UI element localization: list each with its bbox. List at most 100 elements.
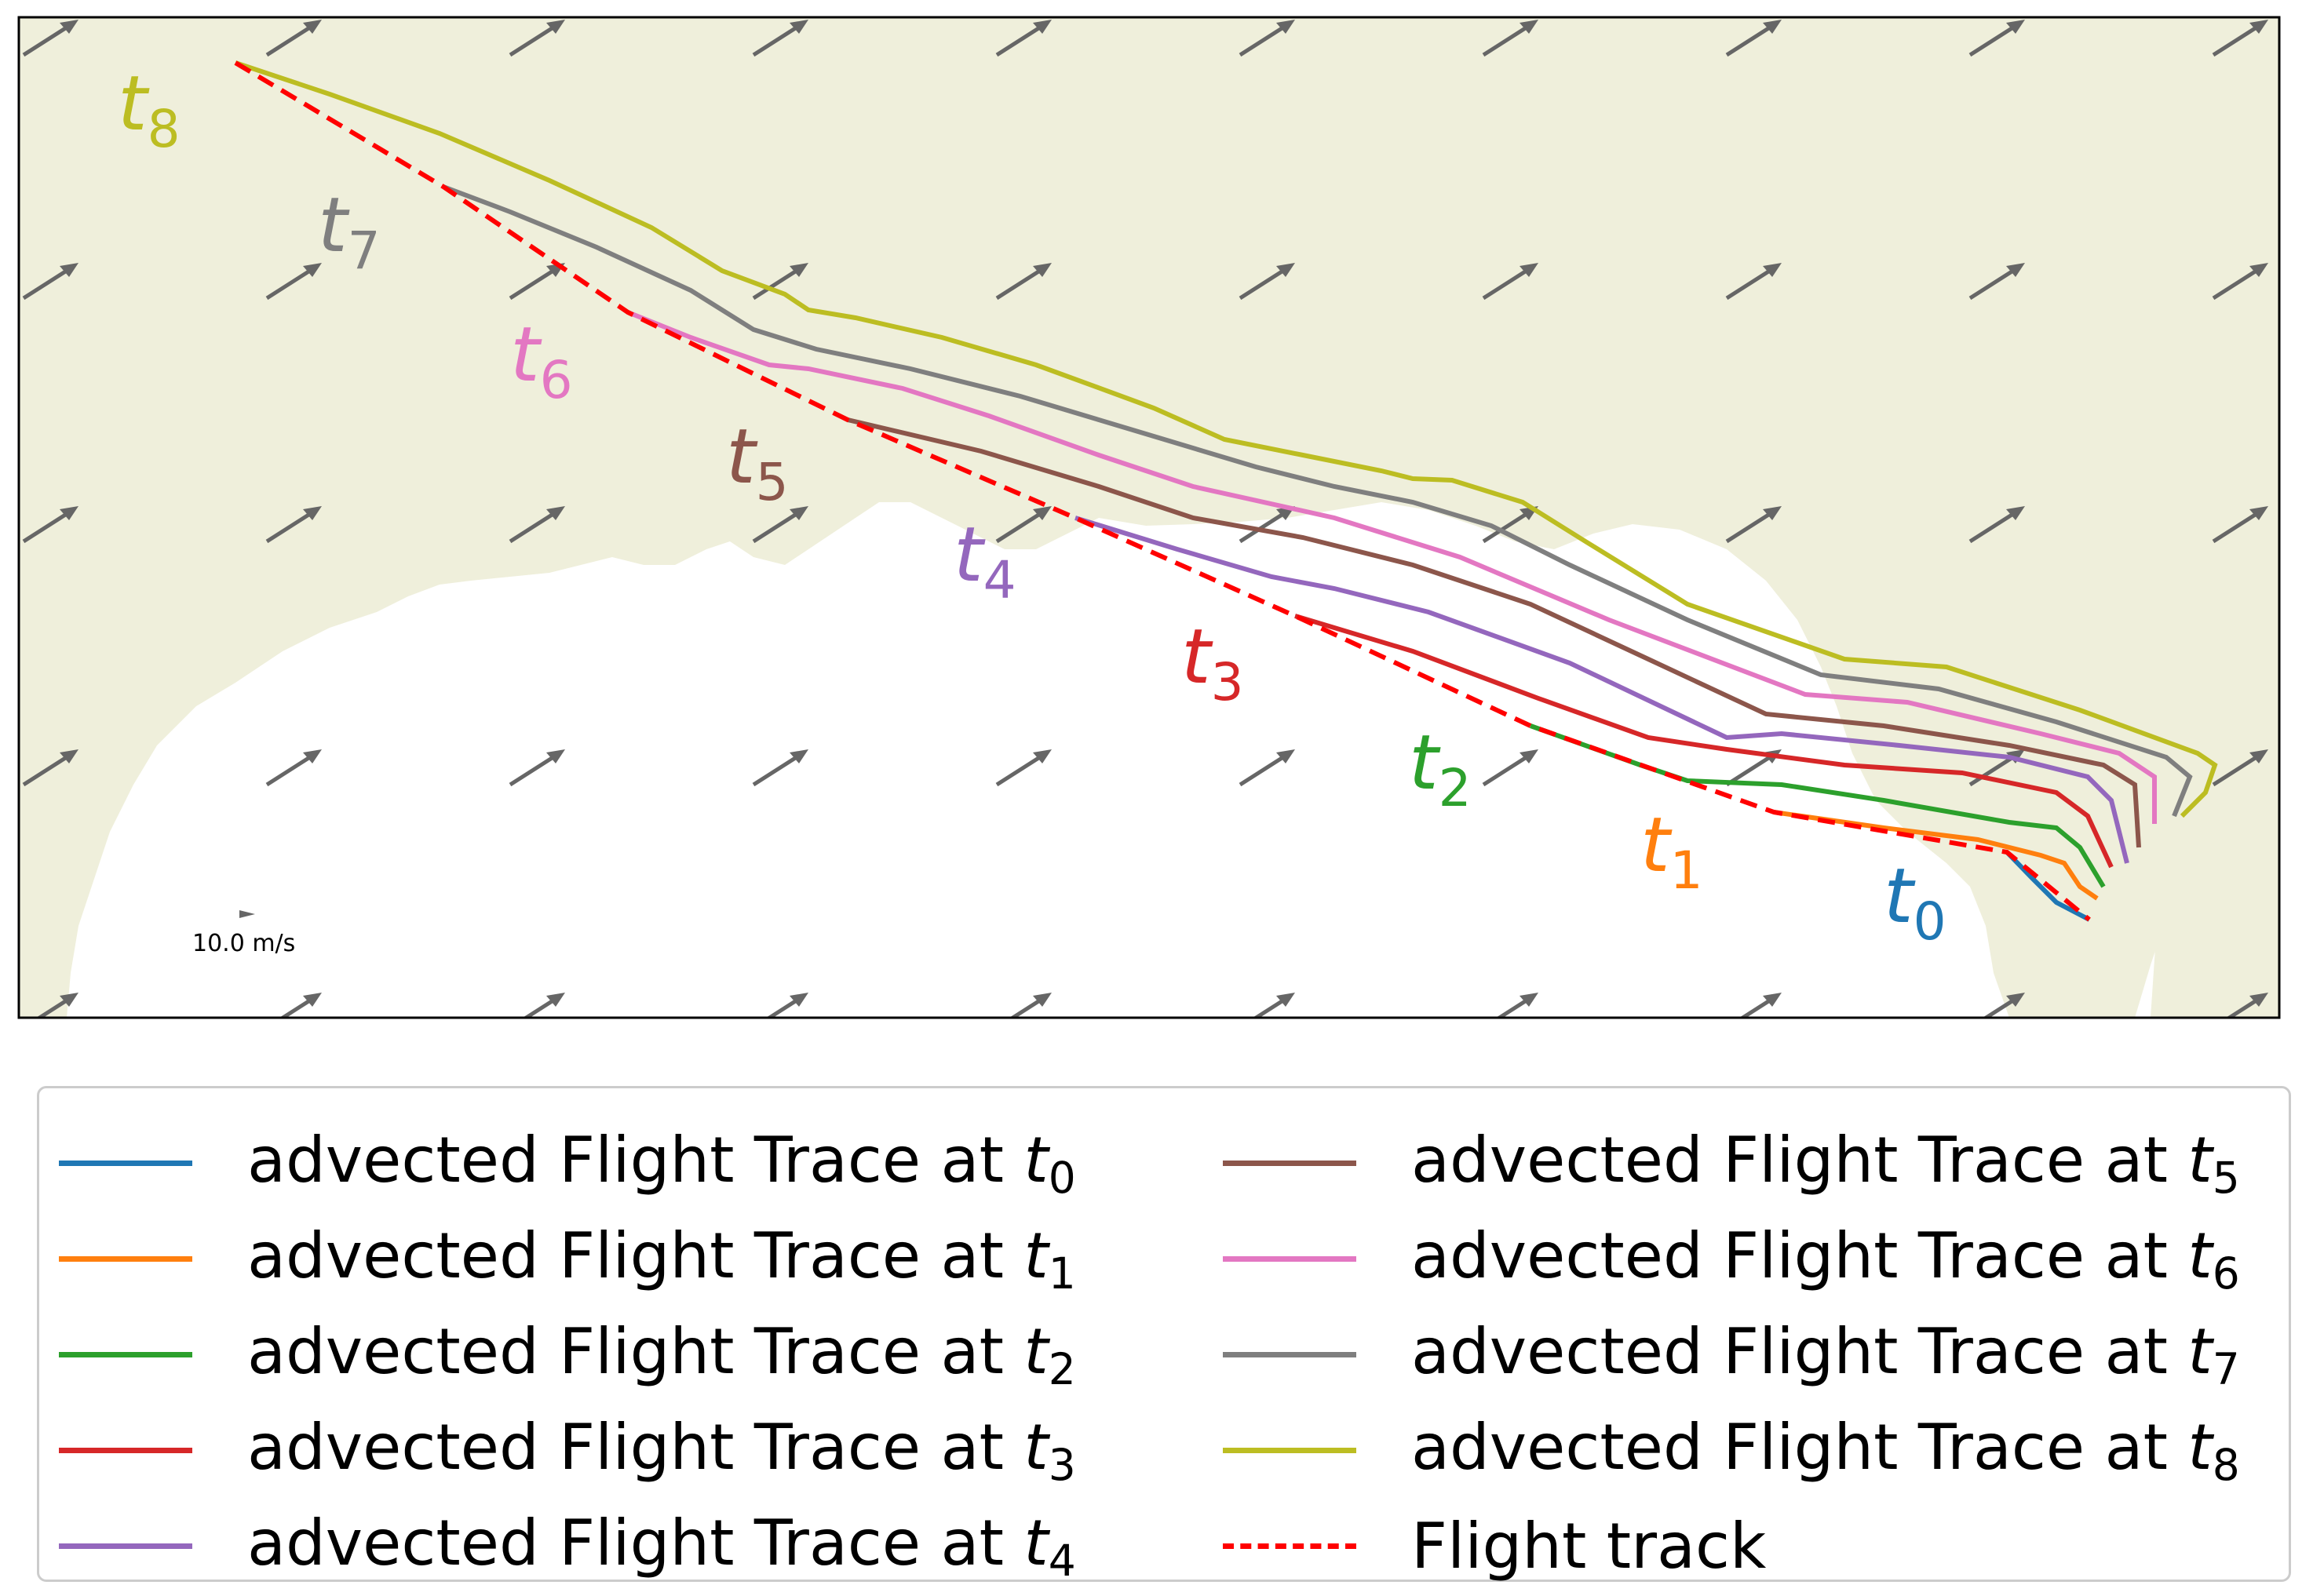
time-label-t8: t8 [118, 60, 181, 159]
time-label-t5: t5 [726, 413, 789, 512]
time-label-t4: t4 [954, 511, 1016, 610]
legend-label: Flight track [1411, 1509, 1767, 1583]
legend-label: advected Flight Trace at t1 [247, 1219, 1076, 1299]
wind-arrow [22, 749, 78, 787]
legend-entry-t4: advected Flight Trace at t4 [59, 1503, 1076, 1589]
wind-arrow [1495, 993, 1538, 1018]
legend-label: advected Flight Trace at t0 [247, 1123, 1076, 1203]
wind-arrow [995, 506, 1052, 544]
trace-t3 [1294, 614, 2114, 869]
wind-arrow [1982, 993, 2025, 1018]
legend-entry-t3: advected Flight Trace at t3 [59, 1407, 1076, 1493]
time-label-t0: t0 [1884, 852, 1946, 952]
legend-swatch [59, 1255, 192, 1262]
wind-arrow [995, 749, 1052, 787]
wind-arrow [1482, 20, 1538, 57]
legend: advected Flight Trace at t0 advected Flig… [37, 1086, 2291, 1586]
wind-arrow [1968, 263, 2025, 301]
wind-arrow [509, 20, 565, 57]
wind-arrow [1252, 993, 1295, 1018]
trace-t1 [1773, 810, 2099, 901]
wind-arrow [2212, 20, 2268, 57]
legend-entry-t5: advected Flight Trace at t5 [1223, 1120, 2240, 1206]
wind-arrow [752, 506, 808, 544]
land-mass [19, 17, 2279, 1018]
wind-arrow [2212, 749, 2268, 787]
trace-t8 [235, 60, 2218, 818]
time-label-t2: t2 [1409, 719, 1472, 818]
legend-swatch [1223, 1447, 1356, 1453]
wind-arrow [265, 263, 322, 301]
time-label-t1: t1 [1640, 801, 1703, 901]
flight-track [234, 60, 2091, 922]
wind-arrow [279, 993, 322, 1018]
wind-arrow [1239, 263, 1295, 301]
wind-arrow [1239, 20, 1295, 57]
wind-arrow [265, 20, 322, 57]
legend-label: advected Flight Trace at t2 [247, 1314, 1076, 1394]
wind-arrow [2225, 993, 2268, 1018]
legend-swatch [1223, 1351, 1356, 1357]
legend-swatch [59, 1160, 192, 1166]
wind-arrow [22, 20, 78, 57]
wind-arrow [22, 506, 78, 544]
legend-entry-t0: advected Flight Trace at t0 [59, 1120, 1076, 1206]
legend-label: advected Flight Trace at t4 [247, 1506, 1076, 1586]
wind-arrow [752, 749, 808, 787]
wind-arrow [509, 749, 565, 787]
legend-entry-flight-track: Flight track [1223, 1503, 1766, 1589]
wind-arrow [35, 993, 78, 1018]
wind-arrow [995, 263, 1052, 301]
legend-swatch [1223, 1543, 1356, 1549]
wind-arrow [2212, 263, 2268, 301]
legend-swatch [1223, 1160, 1356, 1166]
wind-arrow [1482, 749, 1538, 787]
legend-swatch [1223, 1255, 1356, 1262]
legend-entry-t2: advected Flight Trace at t2 [59, 1311, 1076, 1397]
wind-arrow [265, 749, 322, 787]
legend-label: advected Flight Trace at t6 [1411, 1219, 2240, 1299]
wind-arrow [1968, 506, 2025, 544]
trace-t6 [626, 310, 2157, 824]
time-label-t7: t7 [318, 181, 381, 281]
time-label-t6: t6 [510, 311, 573, 410]
wind-arrow [1725, 263, 1782, 301]
wind-arrow [1738, 993, 1782, 1018]
wind-vector-field [22, 20, 2268, 1018]
legend-entry-t6: advected Flight Trace at t6 [1223, 1215, 2240, 1302]
legend-swatch [59, 1543, 192, 1549]
wind-arrow [265, 506, 322, 544]
wind-arrow [1482, 263, 1538, 301]
wind-arrow [752, 20, 808, 57]
legend-entry-t7: advected Flight Trace at t7 [1223, 1311, 2240, 1397]
trace-t5 [847, 417, 2141, 848]
scale-label: 10.0 m/s [192, 930, 295, 957]
map-frame [17, 16, 2281, 1019]
trace-t7 [442, 184, 2193, 818]
wind-arrow [995, 20, 1052, 57]
legend-swatch [59, 1447, 192, 1453]
time-label-t3: t3 [1181, 613, 1244, 712]
legend-entry-t1: advected Flight Trace at t1 [59, 1215, 1076, 1302]
wind-arrow [1725, 20, 1782, 57]
legend-label: advected Flight Trace at t3 [247, 1410, 1076, 1490]
scale-arrow [239, 910, 255, 918]
legend-label: advected Flight Trace at t5 [1411, 1123, 2240, 1203]
legend-swatch [59, 1351, 192, 1357]
wind-arrow [509, 506, 565, 544]
wind-arrow [752, 263, 808, 301]
wind-arrow [1009, 993, 1052, 1018]
wind-arrow [765, 993, 808, 1018]
legend-label: advected Flight Trace at t7 [1411, 1314, 2240, 1394]
trace-t4 [1074, 516, 2129, 864]
legend-label: advected Flight Trace at t8 [1411, 1410, 2240, 1490]
wind-arrow [1239, 749, 1295, 787]
wind-arrow [2212, 506, 2268, 544]
wind-arrow [522, 993, 565, 1018]
trace-t0 [2005, 850, 2091, 922]
wind-arrow [22, 263, 78, 301]
wind-arrow [1725, 506, 1782, 544]
wind-arrow [1968, 20, 2025, 57]
map-panel: 10.0 m/s t8 t7 t6 t5 t4 t3 t2 t1 t0 [17, 16, 2281, 1019]
legend-entry-t8: advected Flight Trace at t8 [1223, 1407, 2240, 1493]
